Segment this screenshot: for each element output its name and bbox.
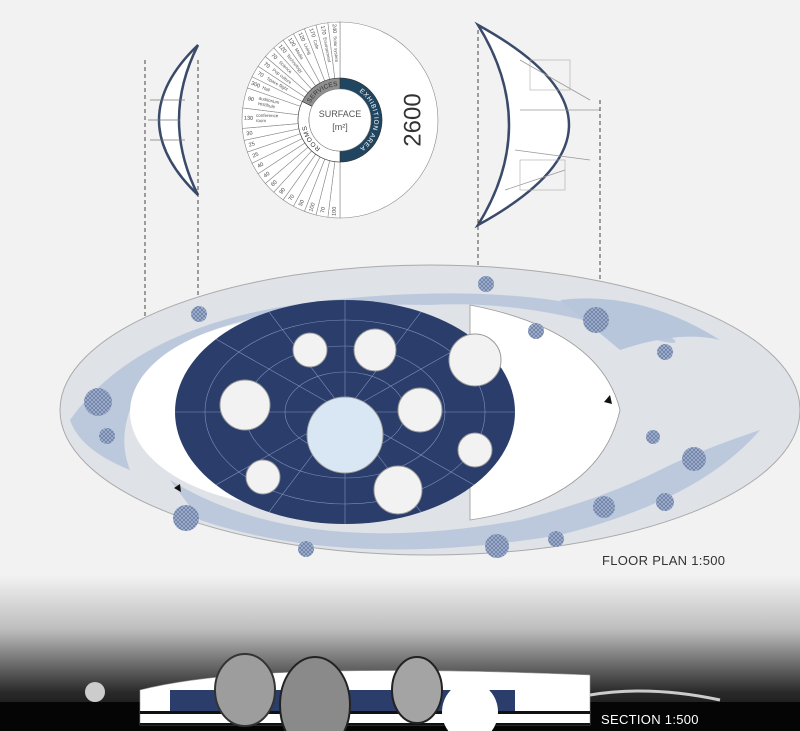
segment-label: auditoriumvestibule [257,96,280,111]
segment-value: 130 [244,116,253,122]
left-crescent-plan [148,44,200,196]
segment-label: Media [294,47,305,60]
segment-value: 170 [307,28,316,39]
segment-value: 70 [288,194,296,202]
segment-value: 90 [279,187,288,196]
segment-value: 120 [286,37,296,48]
segment-value: 70 [320,206,327,213]
segment-value: 70 [269,53,278,62]
segment-value: 90 [247,96,254,103]
segment-value: 100 [308,202,317,213]
segment-value: 25 [248,141,256,148]
segment-label: conferenceroom [256,113,279,124]
surface-unit: [m²] [332,122,348,132]
segment-label: Solar system [333,36,340,63]
segment-value: 120 [277,44,287,55]
segment-label: Hall [262,85,271,93]
segment-value: 70 [262,61,270,69]
segment-value: 50 [298,199,306,207]
segment-value: 2600 [399,93,426,146]
segment-value: 170 [319,25,327,35]
floor-plan [59,264,800,558]
segment-value: 40 [257,162,265,170]
segment-value: 100 [332,207,339,217]
right-crescent-plan [474,21,600,229]
segment-label-line: conference [256,113,279,118]
segment-value: 40 [263,171,271,179]
segment-value: 120 [297,32,306,43]
floor-plan-label: FLOOR PLAN 1:500 [602,553,726,568]
segment-value: 70 [256,71,264,79]
segment-value: 30 [246,130,253,137]
surface-title: SURFACE [319,109,362,119]
segment-label-line: vestibule [257,101,276,110]
segment-label-line: room [256,118,267,123]
segment-label: Environment [322,37,332,63]
segment-value: 60 [270,179,279,188]
segment-value: 240 [331,24,338,34]
segment-label-line: auditorium [258,96,280,106]
segment-label: Cafe [312,39,320,50]
segment-value: 25 [252,152,260,160]
section-drawing [85,653,721,731]
segment-label: Living [303,43,313,56]
surface-center [308,88,372,152]
segment-value: 300 [250,81,261,90]
section-label: SECTION 1:500 [601,712,699,727]
